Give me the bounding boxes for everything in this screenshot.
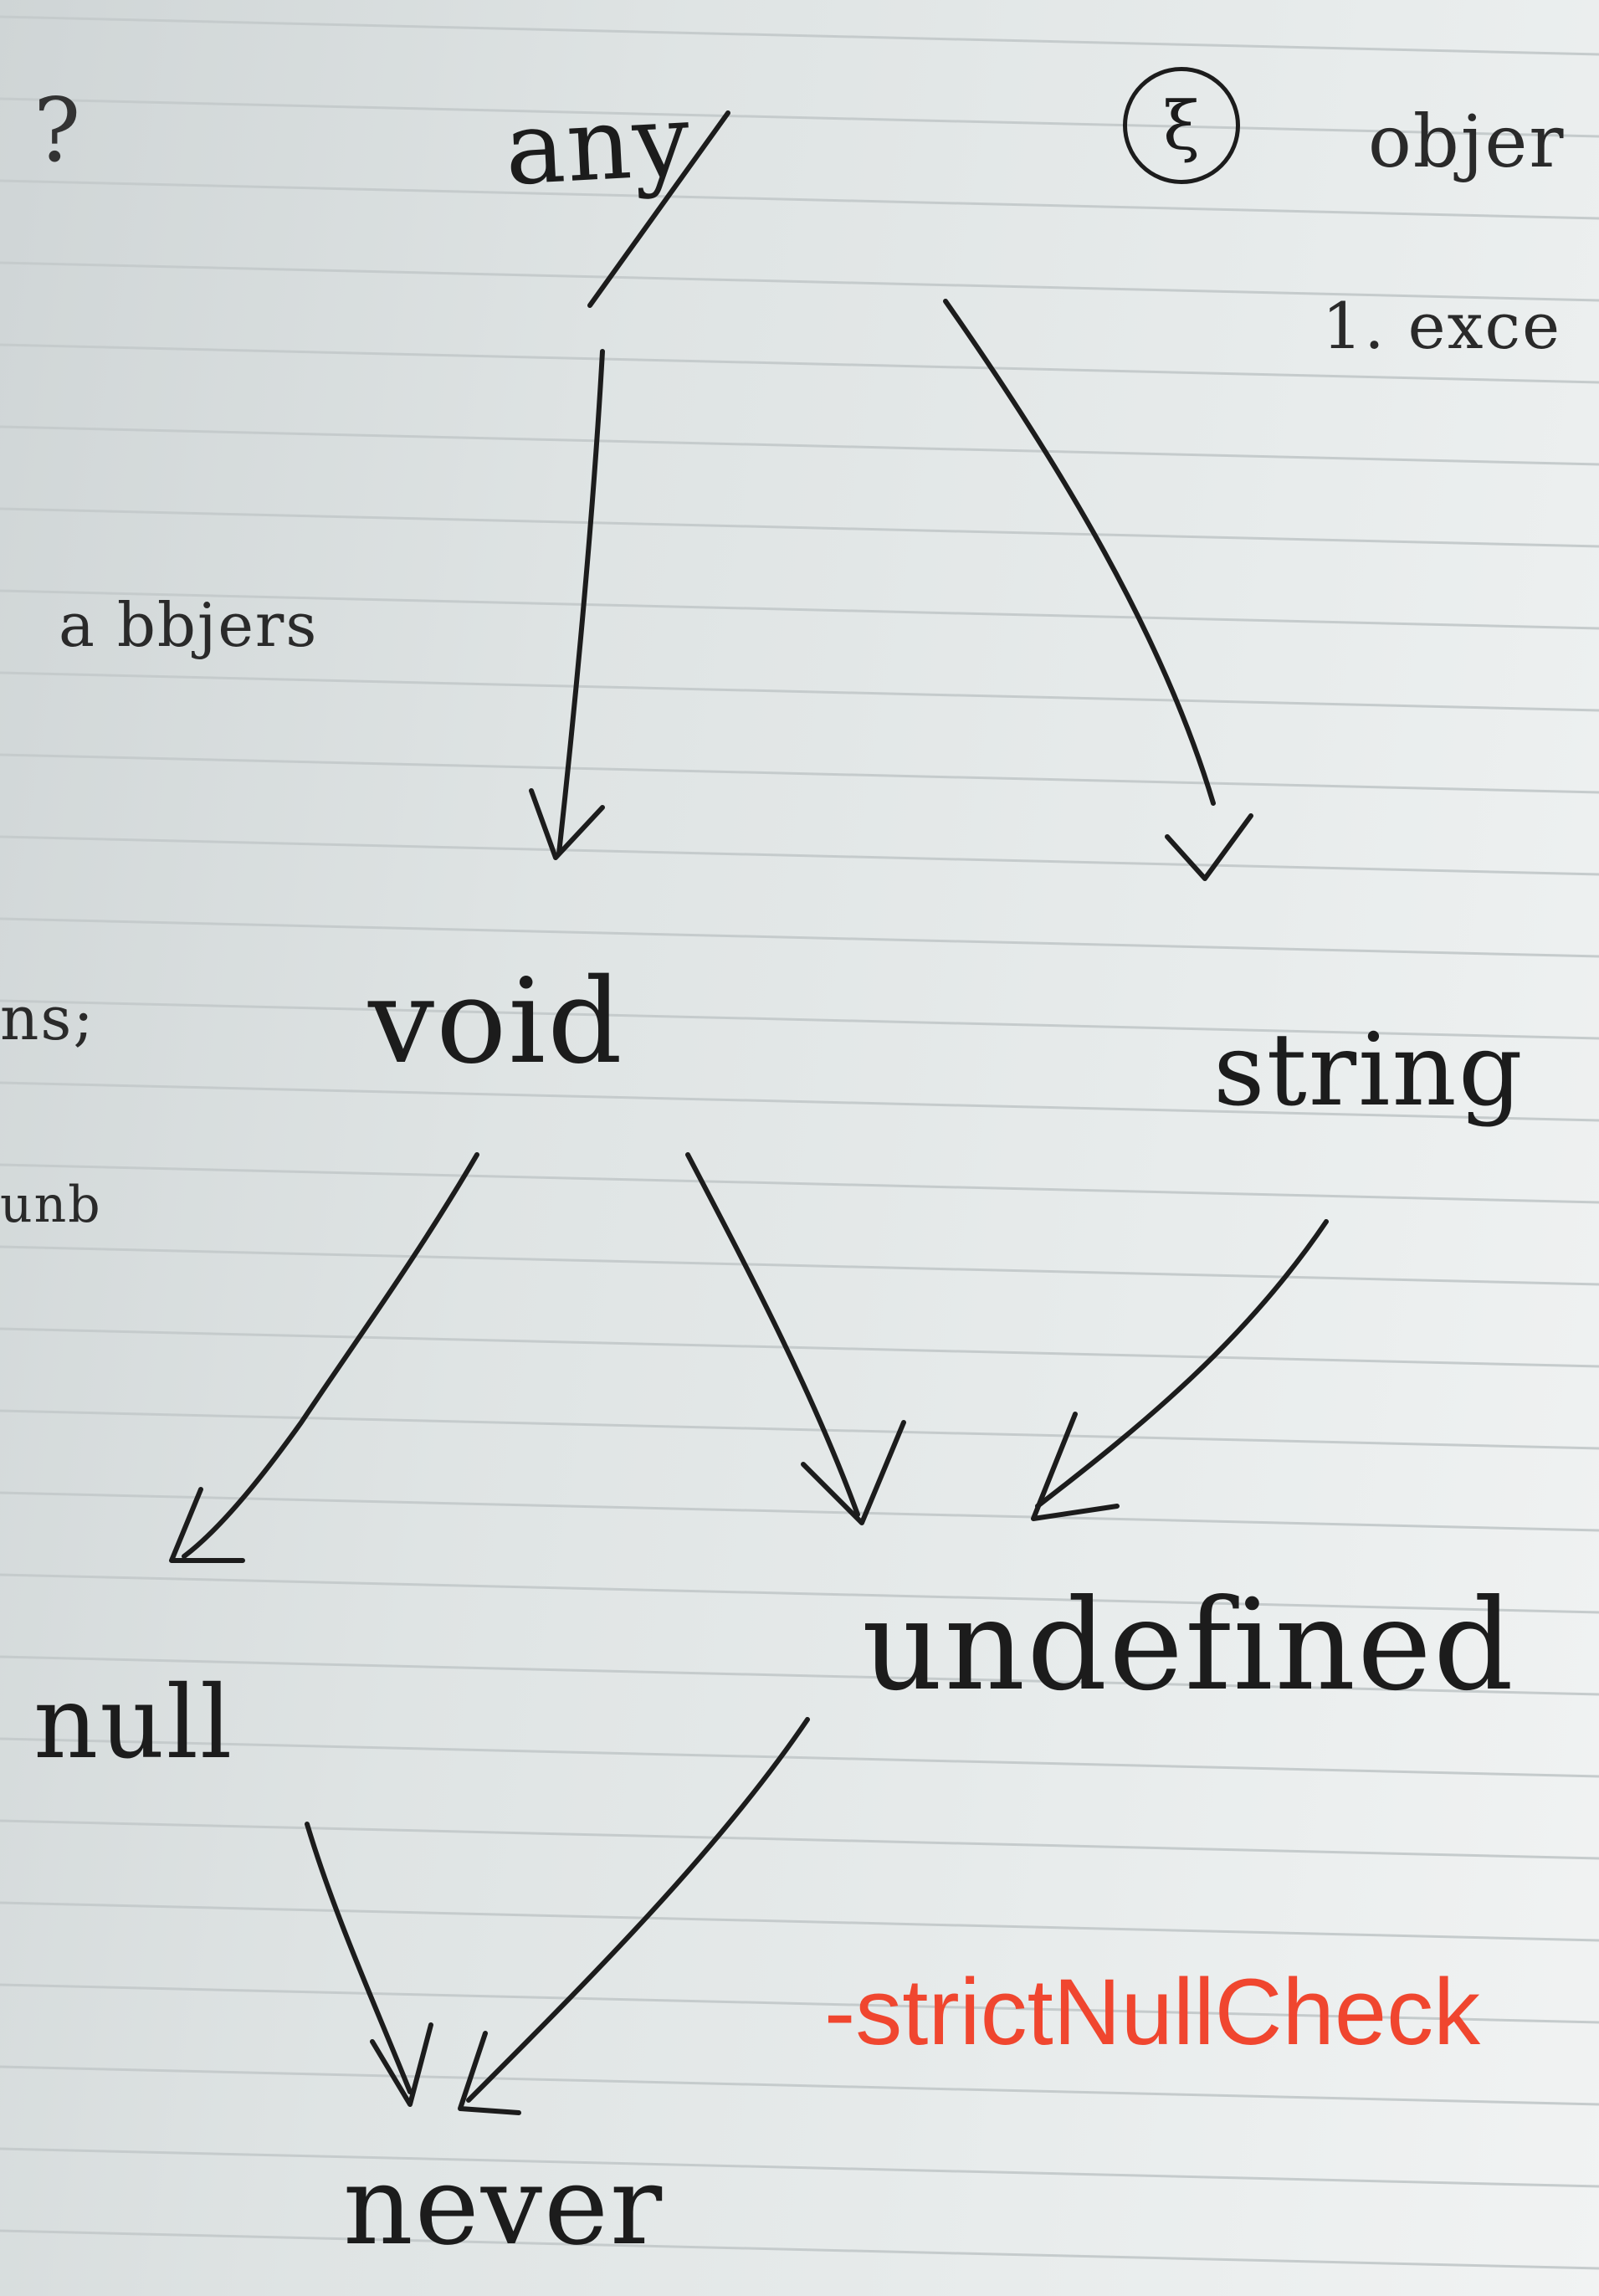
ruled-line bbox=[0, 1327, 1599, 1368]
circled-symbol: ξ bbox=[1123, 67, 1240, 184]
ruled-line bbox=[0, 1737, 1599, 1778]
ruled-line bbox=[0, 179, 1599, 220]
ruled-line bbox=[0, 671, 1599, 712]
ruled-line bbox=[0, 1655, 1599, 1696]
any-tail-stroke bbox=[587, 110, 730, 308]
margin-note-object: objer bbox=[1368, 100, 1566, 184]
margin-note-exce: 1. exce bbox=[1322, 289, 1562, 363]
arrow-shaft bbox=[182, 1152, 479, 1559]
ruled-line bbox=[0, 1491, 1599, 1532]
arrowhead bbox=[370, 2022, 433, 2107]
ruled-lines bbox=[0, 15, 1599, 2270]
ruled-line bbox=[0, 999, 1599, 1040]
ruled-line bbox=[0, 1573, 1599, 1614]
ruled-line bbox=[0, 835, 1599, 876]
ruled-line bbox=[0, 2147, 1599, 2188]
edge-any-void bbox=[529, 349, 605, 860]
arrowhead bbox=[1165, 813, 1253, 881]
ruled-line bbox=[0, 1163, 1599, 1204]
ruled-line bbox=[0, 343, 1599, 384]
arrow-shaft bbox=[556, 349, 605, 856]
ruled-line bbox=[0, 2229, 1599, 2270]
ruled-line bbox=[0, 1245, 1599, 1286]
node-never: never bbox=[343, 2142, 664, 2269]
node-null: null bbox=[33, 1665, 234, 1781]
strict-null-check-caption: -strictNullCheck bbox=[824, 1960, 1481, 2064]
arrow-shaft bbox=[943, 299, 1216, 806]
ruled-line bbox=[0, 753, 1599, 794]
node-undefined: undefined bbox=[862, 1573, 1515, 1719]
ruled-line bbox=[0, 2065, 1599, 2106]
margin-note-left-2: unb bbox=[0, 1176, 102, 1234]
edge-undefined-never bbox=[458, 1717, 810, 2115]
arrowhead bbox=[458, 2031, 521, 2115]
edge-void-null bbox=[169, 1152, 479, 1563]
ruled-line bbox=[0, 261, 1599, 302]
arrowhead bbox=[169, 1487, 245, 1563]
edge-null-never bbox=[305, 1822, 433, 2107]
node-any: any bbox=[502, 82, 694, 208]
margin-question-mark: ? bbox=[33, 79, 83, 182]
arrows bbox=[169, 110, 1329, 2115]
arrowhead bbox=[529, 788, 605, 860]
ruled-line bbox=[0, 507, 1599, 548]
ruled-line bbox=[0, 425, 1599, 466]
edge-any-string bbox=[943, 299, 1253, 881]
node-string: string bbox=[1213, 1012, 1525, 1129]
edge-string-undefined bbox=[1031, 1219, 1329, 1521]
arrow-shaft bbox=[685, 1152, 860, 1517]
ruled-line bbox=[0, 917, 1599, 958]
arrow-shaft bbox=[1035, 1219, 1329, 1509]
ruled-line bbox=[0, 97, 1599, 138]
arrow-shaft bbox=[466, 1717, 810, 2103]
ruled-line bbox=[0, 15, 1599, 56]
circled-symbol-glyph: ξ bbox=[1162, 86, 1201, 165]
arrow-shaft bbox=[305, 1822, 413, 2094]
ruled-line bbox=[0, 1983, 1599, 2024]
edge-void-undefined bbox=[685, 1152, 906, 1525]
arrowhead bbox=[1031, 1412, 1120, 1521]
ruled-line bbox=[0, 1901, 1599, 1942]
arrowhead bbox=[801, 1420, 906, 1525]
ruled-line bbox=[0, 1409, 1599, 1450]
ruled-line bbox=[0, 1819, 1599, 1860]
margin-note-a-objects: a bbjers bbox=[59, 590, 319, 660]
ruled-line bbox=[0, 1081, 1599, 1122]
node-void: void bbox=[368, 954, 624, 1090]
margin-note-left-1: ns; bbox=[0, 983, 95, 1053]
ruled-line bbox=[0, 589, 1599, 630]
